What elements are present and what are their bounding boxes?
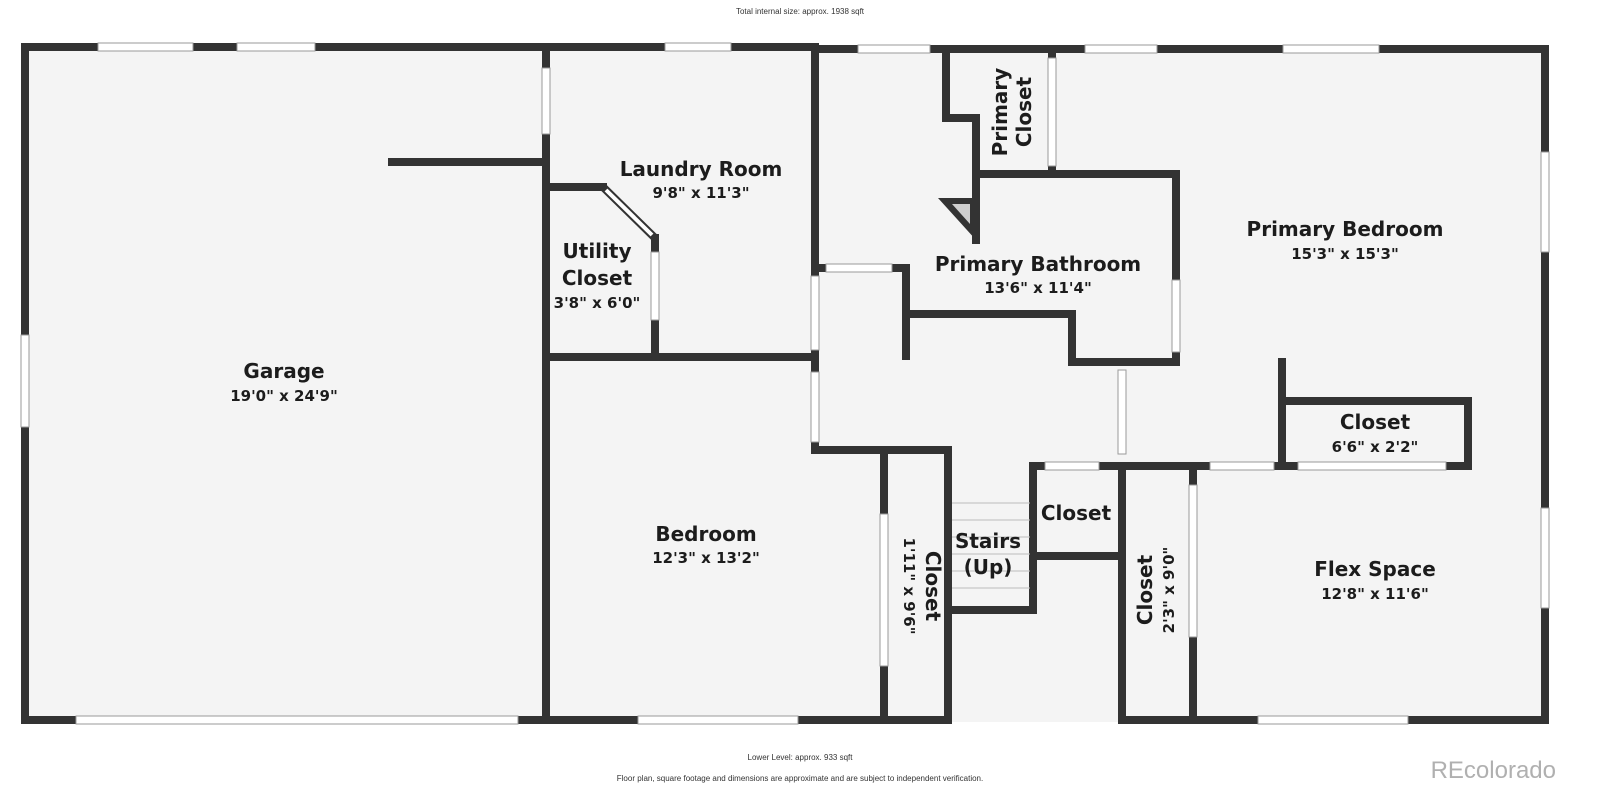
bedroom-closet-dims: 1'11" x 9'6" [900,537,918,634]
primary-bedroom-label: Primary Bedroom [1247,217,1444,241]
flex-closet-label: Closet [1133,554,1157,625]
garage-dims: 19'0" x 24'9" [230,387,338,405]
garage-label: Garage [243,359,324,383]
utility-door [600,184,658,241]
bedroom-label: Bedroom [655,522,756,546]
windows [20,42,1550,725]
bedroom-closet-label: Closet [921,551,945,622]
laundry-label: Laundry Room [620,157,783,181]
floor-fill [25,47,1545,722]
disclaimer-note: Floor plan, square footage and dimension… [616,774,984,783]
flex-closet-dims: 2'3" x 9'0" [1160,547,1178,634]
flex-space-label: Flex Space [1314,557,1436,581]
primary-bathroom-dims: 13'6" x 11'4" [984,279,1092,297]
level-size-note: Lower Level: approx. 933 sqft [747,753,853,762]
small-closet-label: Closet [1340,410,1411,434]
flex-space-dims: 12'8" x 11'6" [1321,585,1429,603]
bedroom-closet-text: Closet 1'11" x 9'6" [900,537,945,634]
stairs-label-2: (Up) [964,555,1013,579]
utility-dims: 3'8" x 6'0" [554,294,641,312]
bedroom-dims: 12'3" x 13'2" [652,549,760,567]
laundry-dims: 9'8" x 11'3" [652,184,749,202]
hall-closet-label: Closet [1041,501,1112,525]
primary-closet-label-1: Primary [988,68,1012,157]
small-closet-dims: 6'6" x 2'2" [1332,438,1419,456]
primary-bedroom-dims: 15'3" x 15'3" [1291,245,1399,263]
brand-watermark: REcolorado [1430,757,1556,784]
stairs-label-1: Stairs [955,529,1021,553]
duct-marker [938,198,976,240]
total-size-note: Total internal size: approx. 1938 sqft [735,7,865,16]
stair-treads [952,502,1030,589]
primary-closet-label-2: Closet [1012,76,1036,147]
flex-closet-text: Closet 2'3" x 9'0" [1133,547,1178,634]
primary-bathroom-label: Primary Bathroom [935,252,1141,276]
primary-closet-text: Primary Closet [988,68,1036,157]
utility-label-2: Closet [562,266,633,290]
utility-label-1: Utility [563,239,632,263]
